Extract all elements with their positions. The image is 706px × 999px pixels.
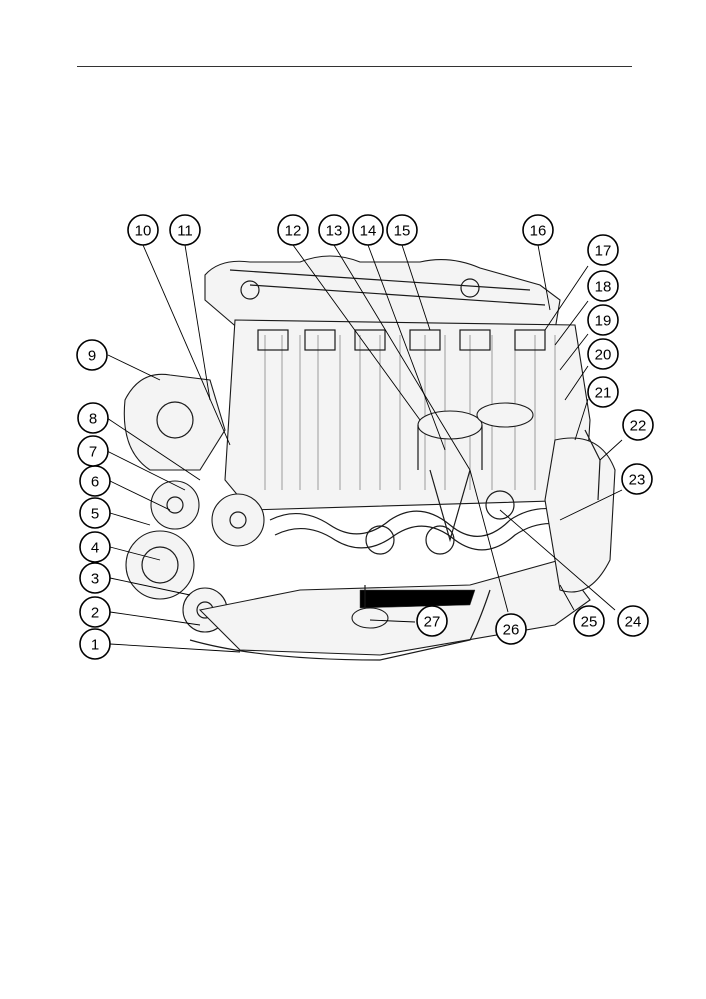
callout-circle [352,214,384,246]
callout-label: 11 [177,223,193,240]
callout-8: 8 [77,402,109,434]
callout-label: 19 [595,313,612,330]
callout-label: 1 [91,637,99,654]
callout-circle [77,435,109,467]
callout-label: 13 [326,223,343,240]
callout-circle [76,339,108,371]
callout-5: 5 [79,497,111,529]
callout-3: 3 [79,562,111,594]
engine-illustration [123,255,616,661]
callout-circle [587,270,619,302]
callout-27: 27 [416,605,448,637]
callout-circle [77,402,109,434]
callout-label: 15 [394,223,411,240]
callout-15: 15 [386,214,418,246]
callout-circle [495,613,527,645]
callout-26: 26 [495,613,527,645]
callout-6: 6 [79,465,111,497]
callout-circle [622,409,654,441]
leader-lines [106,244,623,653]
callout-4: 4 [79,531,111,563]
callout-circle [79,562,111,594]
callout-circle [79,596,111,628]
callout-label: 27 [424,614,441,631]
callout-label: 9 [88,348,96,365]
callout-circle [127,214,159,246]
callout-circle [573,605,605,637]
callout-label: 8 [89,411,97,428]
callout-label: 25 [581,614,598,631]
callout-22: 22 [622,409,654,441]
callout-circle [587,376,619,408]
callout-label: 26 [503,622,520,639]
callout-label: 14 [360,223,377,240]
callout-label: 6 [91,474,99,491]
callout-circle [617,605,649,637]
callout-label: 21 [595,385,612,402]
callout-label: 7 [89,444,97,461]
callout-21: 21 [587,376,619,408]
callout-18: 18 [587,270,619,302]
callout-2: 2 [79,596,111,628]
callout-circle [522,214,554,246]
callout-11: 11 [169,214,201,246]
callout-circle [587,304,619,336]
callout-circle [79,628,111,660]
callout-label: 2 [91,605,99,622]
callout-16: 16 [522,214,554,246]
callout-17: 17 [587,234,619,266]
callout-20: 20 [587,338,619,370]
callout-label: 10 [135,223,152,240]
callout-1: 1 [79,628,111,660]
callout-label: 16 [530,223,547,240]
callout-7: 7 [77,435,109,467]
callout-label: 5 [91,506,99,523]
callout-circle [621,463,653,495]
callout-9: 9 [76,339,108,371]
callout-label: 4 [91,540,99,557]
callout-19: 19 [587,304,619,336]
callout-label: 24 [625,614,642,631]
callout-label: 22 [630,418,647,435]
header-rule [77,66,632,67]
callout-label: 18 [595,279,612,296]
callout-circle [386,214,418,246]
callout-circle [277,214,309,246]
callout-14: 14 [352,214,384,246]
callout-13: 13 [318,214,350,246]
callout-circle [169,214,201,246]
callout-circle [416,605,448,637]
callout-circle [79,497,111,529]
callout-label: 23 [629,472,646,489]
callout-24: 24 [617,605,649,637]
callout-label: 20 [595,347,612,364]
callout-10: 10 [127,214,159,246]
callout-circle [587,338,619,370]
callout-12: 12 [277,214,309,246]
callout-label: 17 [595,243,612,260]
callout-label: 12 [285,223,302,240]
callout-label: 3 [91,571,99,588]
callout-25: 25 [573,605,605,637]
callout-circle [79,531,111,563]
callout-circle [318,214,350,246]
callout-circle [587,234,619,266]
callout-23: 23 [621,463,653,495]
